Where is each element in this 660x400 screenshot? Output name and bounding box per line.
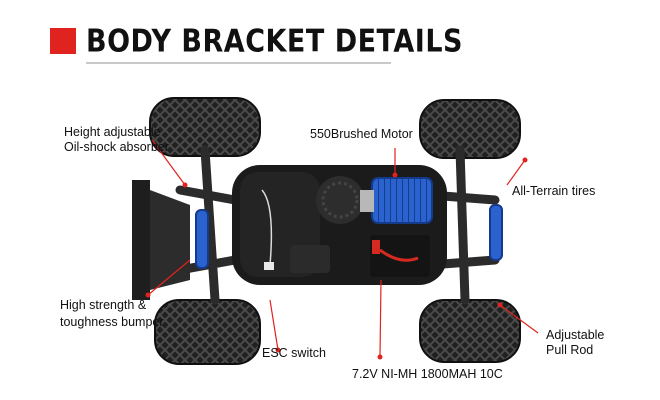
label-bumper-line-2: toughness bumper (60, 315, 164, 329)
label-tires: All-Terrain tires (512, 184, 596, 198)
tire-rear-right (419, 299, 521, 363)
label-motor: 550Brushed Motor (310, 127, 413, 141)
label-pullrod-line-2: Pull Rod (546, 343, 594, 357)
label-shock-line-1: Height adjustable (64, 125, 161, 139)
tire-rear-left (154, 299, 261, 365)
label-pull-rod: Adjustable Pull Rod (546, 328, 604, 358)
hub-left (195, 209, 209, 269)
label-shock-absorber: Height adjustable Oil-shock absorber (64, 125, 169, 155)
label-esc-switch: ESC switch (262, 346, 326, 360)
label-bumper: High strength & toughness bumper (60, 297, 164, 331)
hub-right (489, 204, 503, 261)
bumper (132, 180, 190, 300)
label-pullrod-line-1: Adjustable (546, 328, 605, 342)
title-accent-square (50, 28, 76, 54)
blue-motor (360, 177, 433, 224)
page-title: BODY BRACKET DETAILS (86, 24, 463, 60)
title-underline (86, 62, 391, 64)
callout-lines (147, 139, 539, 358)
label-bumper-line-1: High strength & (60, 298, 147, 312)
tire-front-right (419, 99, 521, 159)
label-shock-line-2: Oil-shock absorber (64, 140, 169, 154)
callout-dots (145, 157, 528, 360)
battery-pack (370, 235, 430, 277)
label-battery: 7.2V NI-MH 1800MAH 10C (352, 367, 503, 381)
